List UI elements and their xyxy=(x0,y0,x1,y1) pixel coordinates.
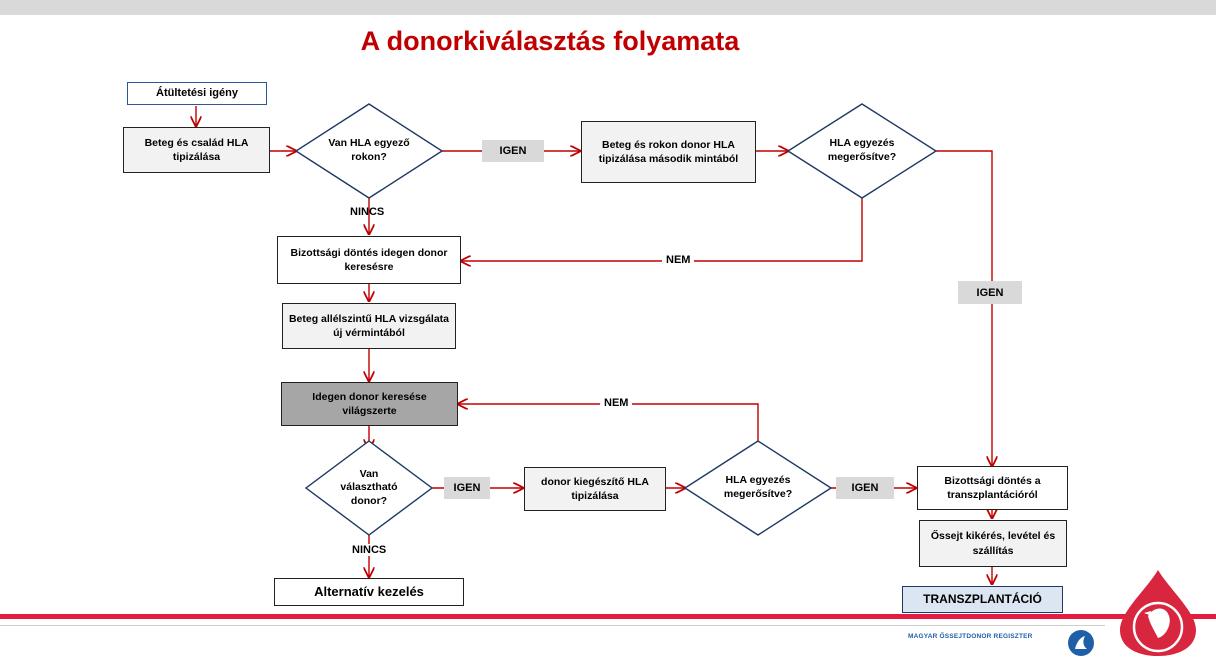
node-hla-typing: Beteg és család HLA tipizálása xyxy=(123,127,270,173)
node-committee-transplant: Bizottsági döntés a transzplantációról xyxy=(917,466,1068,510)
page-title: A donorkiválasztás folyamata xyxy=(360,26,740,56)
node-second-sample: Beteg és rokon donor HLA tipizálása máso… xyxy=(581,121,756,183)
top-gray-bar xyxy=(0,0,1216,15)
decision-confirm-top-text: HLA egyezés megerősítve? xyxy=(827,137,897,163)
arrow-confirm-top-no xyxy=(461,198,863,261)
node-supplementary-typing: donor kiegészítő HLA tipizálása xyxy=(524,467,666,511)
node-committee-search: Bizottsági döntés idegen donor keresésre xyxy=(277,236,461,284)
blood-drop-logo-icon xyxy=(1120,570,1196,656)
arrow-confirm-bottom-no xyxy=(458,404,759,441)
label-yes-confirm-bottom: IGEN xyxy=(836,477,894,499)
arrow-confirm-top-yes xyxy=(936,150,992,466)
label-no-related: NINCS xyxy=(350,206,385,218)
label-yes-related: IGEN xyxy=(482,140,544,162)
node-start: Átültetési igény xyxy=(127,82,267,105)
diamond-confirm-bottom xyxy=(683,440,833,536)
registry-name: MAGYAR ŐSSEJTDONOR REGISZTER xyxy=(908,633,1033,640)
label-no-confirm-bottom: NEM xyxy=(600,397,633,409)
node-allele-level: Beteg allélszintű HLA vizsgálata új vérm… xyxy=(282,303,456,349)
label-yes-confirm-top: IGEN xyxy=(958,281,1022,304)
node-alternative: Alternatív kezelés xyxy=(274,578,464,606)
diamond-donor-available xyxy=(304,440,434,536)
footer-accent-bar xyxy=(0,614,1216,619)
node-stemcell: Őssejt kikérés, levétel és szállítás xyxy=(919,520,1067,567)
decision-related-text: Van HLA egyező rokon? xyxy=(328,137,410,163)
diamond-related xyxy=(294,103,444,199)
label-no-confirm-top: NEM xyxy=(662,254,695,266)
node-worldwide-search: Idegen donor keresése világszerte xyxy=(281,382,458,426)
decision-confirm-bottom-text: HLA egyezés megerősítve? xyxy=(723,474,793,500)
node-transplant: TRANSZPLANTÁCIÓ xyxy=(902,586,1063,613)
decision-donor-available-text: Van választható donor? xyxy=(340,467,398,507)
footer-divider xyxy=(0,625,1105,626)
label-yes-donor: IGEN xyxy=(444,477,490,499)
label-no-donor: NINCS xyxy=(350,544,389,556)
registry-logo-icon xyxy=(1068,630,1094,656)
diamond-confirm-top xyxy=(786,103,938,199)
